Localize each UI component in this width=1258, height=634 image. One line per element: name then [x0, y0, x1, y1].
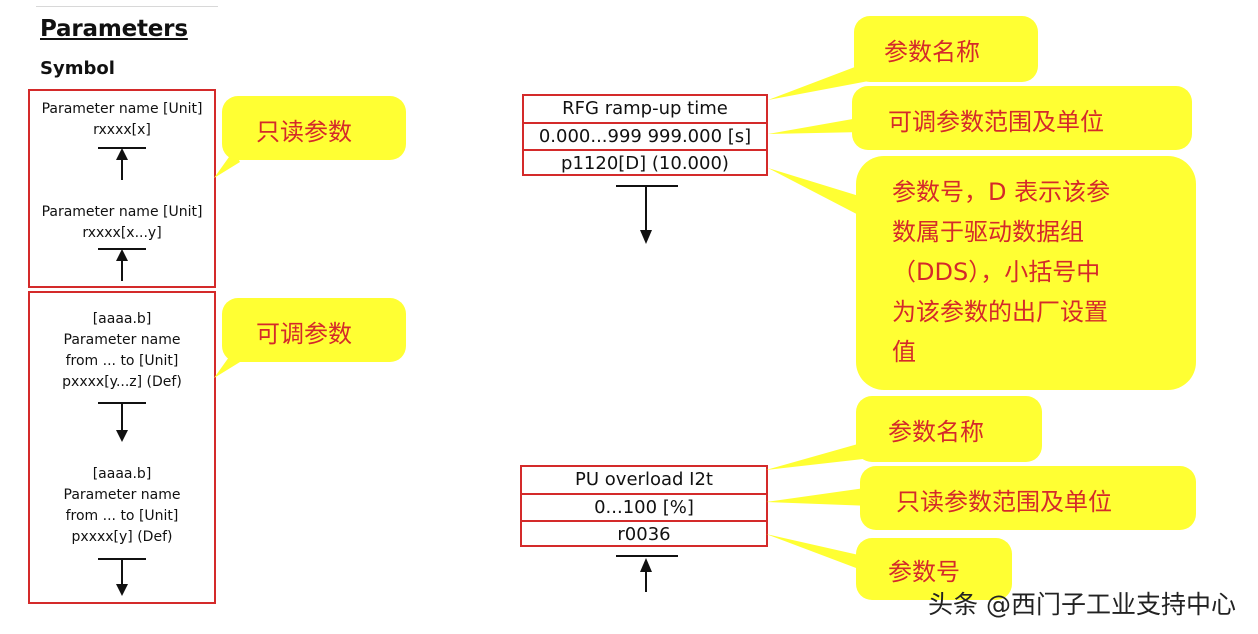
example1-param-number: p1120[D] (10.000)	[524, 149, 766, 176]
readonly-symbol-box	[28, 89, 216, 288]
example2-arrow	[616, 555, 678, 592]
name1-callout: 参数名称	[854, 16, 1038, 82]
example1-arrow	[616, 185, 678, 244]
adjustable-entry-2-code: pxxxx[y] (Def)	[71, 529, 173, 545]
adjustable-callout-text: 可调参数	[256, 320, 352, 348]
adjustable-entry-2-range: from ... to [Unit]	[65, 508, 179, 524]
range1-callout-tail	[768, 117, 864, 134]
readonly-entry-2: Parameter name [Unit] rxxxx[x...y]	[32, 202, 212, 244]
example2-param-name: PU overload I2t	[575, 469, 713, 490]
number1-callout-line-5: 值	[892, 338, 916, 366]
page-subtitle: Symbol	[40, 58, 115, 79]
adjustable-entry-1-name: Parameter name	[63, 332, 181, 348]
name2-callout-tail	[766, 440, 872, 470]
range2-callout-text: 只读参数范围及单位	[896, 488, 1112, 516]
name1-callout-text: 参数名称	[884, 38, 980, 66]
adjustable-arrow-1	[98, 402, 146, 442]
number1-callout-line-4: 为该参数的出厂设置	[892, 298, 1108, 326]
adjustable-entry-1-code: pxxxx[y...z] (Def)	[62, 374, 182, 390]
range1-callout: 可调参数范围及单位	[852, 86, 1192, 150]
name1-callout-tail	[768, 62, 874, 100]
example2-param-number: r0036	[522, 520, 766, 547]
example2-table: PU overload I2t 0...100 [%] r0036	[520, 465, 768, 547]
example2-param-range: 0...100 [%]	[522, 493, 766, 520]
number1-callout: 参数号，D 表示该参 数属于驱动数据组 （DDS），小括号中 为该参数的出厂设置…	[856, 156, 1196, 390]
number1-callout-line-1: 参数号，D 表示该参	[892, 178, 1111, 206]
readonly-arrow-1	[98, 147, 146, 180]
page-title: Parameters	[40, 16, 188, 42]
number1-callout-line-2: 数属于驱动数据组	[892, 218, 1084, 246]
readonly-entry-1-name: Parameter name [Unit]	[41, 101, 203, 117]
adjustable-entry-2-index: [aaaa.b]	[92, 466, 152, 482]
adjustable-entry-2: [aaaa.b] Parameter name from ... to [Uni…	[32, 464, 212, 548]
watermark-text: 头条 @西门子工业支持中心	[928, 590, 1236, 619]
example1-param-range: 0.000...999 999.000 [s]	[524, 122, 766, 149]
readonly-entry-2-code: rxxxx[x...y]	[82, 225, 162, 241]
adjustable-symbol-box	[28, 291, 216, 604]
example1-table: RFG ramp-up time 0.000...999 999.000 [s]…	[522, 94, 768, 176]
range2-callout-tail	[766, 487, 872, 506]
adjustable-entry-1-range: from ... to [Unit]	[65, 353, 179, 369]
adjustable-callout: 可调参数	[222, 298, 406, 362]
readonly-entry-2-name: Parameter name [Unit]	[41, 204, 203, 220]
number2-callout-text: 参数号	[888, 558, 960, 586]
name2-callout-text: 参数名称	[888, 418, 984, 446]
adjustable-arrow-2	[98, 558, 146, 596]
readonly-callout-text: 只读参数	[256, 118, 352, 146]
range1-callout-text: 可调参数范围及单位	[888, 108, 1104, 136]
number1-callout-line-3: （DDS），小括号中	[892, 258, 1101, 286]
readonly-entry-1: Parameter name [Unit] rxxxx[x]	[32, 99, 212, 141]
number2-callout-tail	[766, 534, 872, 574]
number2-callout: 参数号	[856, 538, 1012, 600]
readonly-entry-1-code: rxxxx[x]	[93, 122, 151, 138]
top-divider	[36, 6, 218, 7]
name2-callout: 参数名称	[856, 396, 1042, 462]
adjustable-entry-1-index: [aaaa.b]	[92, 311, 152, 327]
readonly-callout: 只读参数	[222, 96, 406, 160]
readonly-arrow-2	[98, 248, 146, 281]
range2-callout: 只读参数范围及单位	[860, 466, 1196, 530]
number1-callout-tail	[768, 168, 872, 222]
example1-param-name: RFG ramp-up time	[562, 98, 728, 119]
adjustable-entry-1: [aaaa.b] Parameter name from ... to [Uni…	[32, 309, 212, 393]
adjustable-entry-2-name: Parameter name	[63, 487, 181, 503]
